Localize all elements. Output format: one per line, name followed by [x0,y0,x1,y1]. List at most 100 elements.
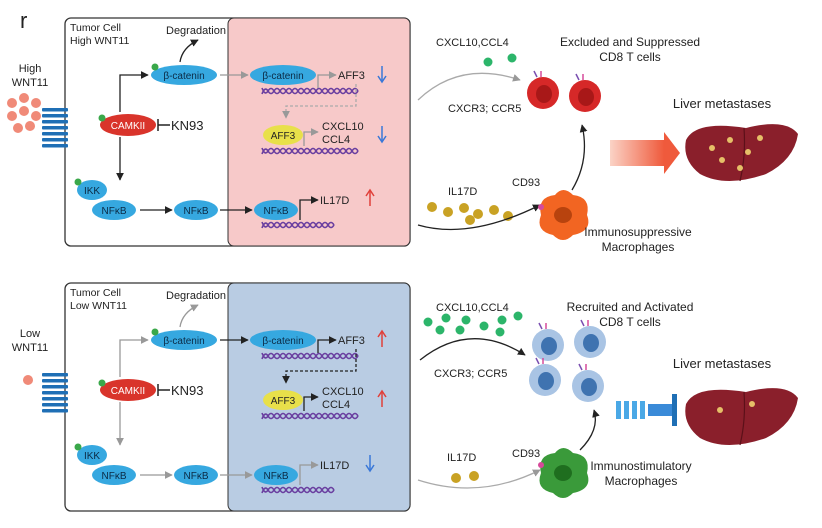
ikk [77,445,107,465]
cell-title-line1: Tumor Cell [70,287,121,299]
aff3-feedback-dashed [282,349,357,384]
ikk-label: IKK [84,451,100,462]
chemokine-dot [423,317,433,327]
liver-metastases [685,388,798,446]
il17d-gene-label: IL17D [320,195,349,207]
ligand-label-line1: High [19,63,42,75]
panel-letter: r [20,8,27,33]
wnt11-ligand [23,375,33,385]
il17d-dot [489,205,499,215]
targets-line1: CXCL10 [322,121,364,133]
degradation-label: Degradation [166,25,226,37]
aff3-down-arrow [377,66,387,84]
receptor-segment [42,108,68,112]
cd8-tcell [574,319,606,358]
metastatic-nodule [757,135,763,141]
il17d-dot [443,207,453,217]
nfkb-nucleus-label: NFκB [264,471,289,482]
b-catenin-nucleus-label: β-catenin [262,336,303,347]
receptors-label: CXCR3; CCR5 [434,368,507,380]
arrow-head [377,135,387,144]
inhibit-bar-segment [616,401,621,419]
nfkb-complex [92,465,136,485]
chemokine-dot [497,315,507,325]
aff3-protein-label: AFF3 [271,131,296,142]
degradation-arrow [179,304,199,328]
phospho-mark [98,379,106,387]
camkii-to-bcatenin-arrow [119,71,149,112]
b-catenin-cytoplasm-label: β-catenin [163,336,204,347]
cd93-receptor [538,462,544,468]
cd93-label: CD93 [512,177,540,189]
macrophage [538,190,589,240]
nfkb-nucleus [254,465,298,485]
cell-title-line1: Tumor Cell [70,22,121,34]
receptor-segment [42,379,68,383]
phospho-mark [151,63,159,71]
chemokine-dot [455,325,465,335]
aff3-protein-label: AFF3 [271,396,296,407]
tcell-receptor [578,363,583,371]
receptor-segment [42,373,68,377]
tcell-receptor [575,73,580,81]
dna-strand-b [261,412,359,420]
phospho-mark [151,328,159,336]
b-catenin-nucleus [250,330,316,350]
ligand-label-line2: WNT11 [12,77,48,89]
inhibit-arrow-cap [672,394,677,426]
liver-shape [685,388,798,445]
b-catenin-nucleus [250,65,316,85]
aff3-promoter-arrow [317,336,337,353]
metastatic-nodule [727,137,733,143]
frizzled-receptor [42,373,68,413]
receptor-segment [42,120,68,124]
targets-promoter-arrow [303,128,319,146]
b-catenin-cytoplasm [151,330,217,350]
frizzled-receptor [42,108,68,148]
promote-arrow-body [610,140,664,166]
aff3-promoter-arrow [317,71,337,88]
macrophage-to-tcell-arrow [571,124,588,191]
aff3-gene-label: AFF3 [338,335,365,347]
tcell-receptor [533,70,538,78]
wnt11-ligand [7,111,17,121]
arrow-head [377,75,387,84]
nfkb-free-label: NFκB [184,206,209,217]
metastatic-nodule [737,165,743,171]
dna-aff3 [261,87,359,95]
chemokine-dot [479,321,489,331]
targets-up-arrow [377,389,387,407]
il17d-gene-label: IL17D [320,460,349,472]
degradation-arrow [179,39,199,63]
phospho-mark [98,114,106,122]
camkii [100,379,156,401]
arrow-head [365,188,375,197]
metastatic-nodule [709,145,715,151]
ikk-label: IKK [84,186,100,197]
b-catenin-nucleus-label: β-catenin [262,71,303,82]
aff3-feedback-dashed [282,84,357,119]
il17d-down-arrow [365,455,375,473]
receptor-segment [42,132,68,136]
cd93-label: CD93 [512,448,540,460]
wnt11-ligand [13,123,23,133]
macrophage-label-line1: Immunostimulatory [590,459,691,473]
il17d-promoter-arrow [299,461,319,485]
cd8-tcell [532,322,564,361]
ligand-label-line1: Low [20,328,40,340]
b-catenin-cytoplasm [151,65,217,85]
outcome-label: Liver metastases [673,96,772,111]
arrow-head [377,329,387,338]
receptor-segment [42,126,68,130]
tcell-label-line1: Recruited and Activated [567,300,694,314]
il17d-to-macrophage-arrow [417,469,541,489]
arrow-head [365,464,375,473]
inhibit-bar-segment [632,401,637,419]
nfkb-complex-label: NFκB [102,206,127,217]
chemokine-dot [495,327,505,337]
